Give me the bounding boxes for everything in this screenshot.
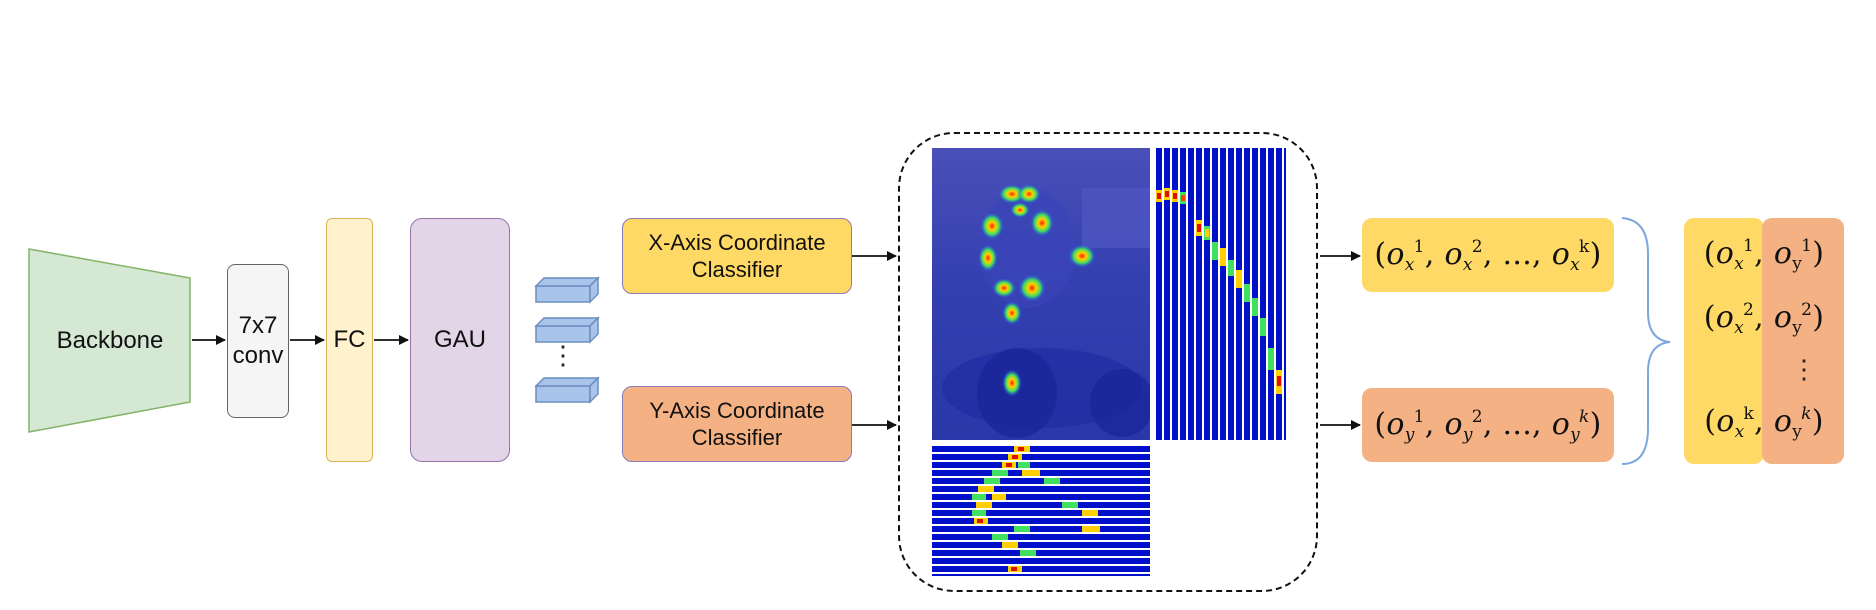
- y-sequence-formula: (oy1, oy2, ..., oyk): [1374, 407, 1602, 446]
- pose-heatmap-image: [932, 148, 1150, 440]
- x-axis-distribution-heatmap: [1156, 148, 1286, 440]
- visualization-container: [898, 132, 1318, 592]
- y-axis-distribution-heatmap: [932, 446, 1150, 576]
- conv-label-line2: conv: [232, 342, 284, 369]
- backbone-block: [28, 248, 191, 433]
- x-coordinate-sequence-box: (ox1, ox2, ..., oxk): [1362, 218, 1614, 292]
- token-2: [534, 316, 600, 344]
- pair-2: (ox2, oy2): [1703, 300, 1825, 338]
- token-1: [534, 276, 600, 304]
- x-classifier-line2: Classifier: [691, 257, 783, 282]
- gau-block: GAU: [410, 218, 510, 462]
- pair-dots: ⋮: [1791, 354, 1817, 384]
- merge-brace: [1621, 217, 1671, 465]
- stacked-token-icon: [534, 276, 600, 404]
- token-dots: ⋮: [550, 340, 576, 370]
- token-3: [534, 376, 600, 404]
- paired-coordinates-list: (ox1, oy1) (ox2, oy2) ⋮ (oxk, oyk): [1684, 218, 1844, 464]
- x-classifier-line1: X-Axis Coordinate: [648, 229, 826, 255]
- y-classifier-line1: Y-Axis Coordinate: [649, 397, 825, 423]
- y-coordinate-sequence-box: (oy1, oy2, ..., oyk): [1362, 388, 1614, 462]
- backbone-label: Backbone: [56, 327, 164, 354]
- paired-x-column: [1684, 218, 1764, 464]
- fc-block: FC: [326, 218, 373, 462]
- y-classifier-line2: Classifier: [691, 425, 783, 450]
- conv-block: 7x7 conv: [227, 264, 289, 418]
- conv-label-line1: 7x7: [238, 312, 278, 339]
- pair-1: (ox1, oy1): [1703, 236, 1825, 274]
- x-axis-classifier-block: X-Axis Coordinate Classifier: [622, 218, 852, 294]
- paired-y-column: [1762, 218, 1844, 464]
- pair-k: (oxk, oyk): [1704, 404, 1824, 442]
- x-sequence-formula: (ox1, ox2, ..., oxk): [1374, 237, 1602, 276]
- y-axis-classifier-block: Y-Axis Coordinate Classifier: [622, 386, 852, 462]
